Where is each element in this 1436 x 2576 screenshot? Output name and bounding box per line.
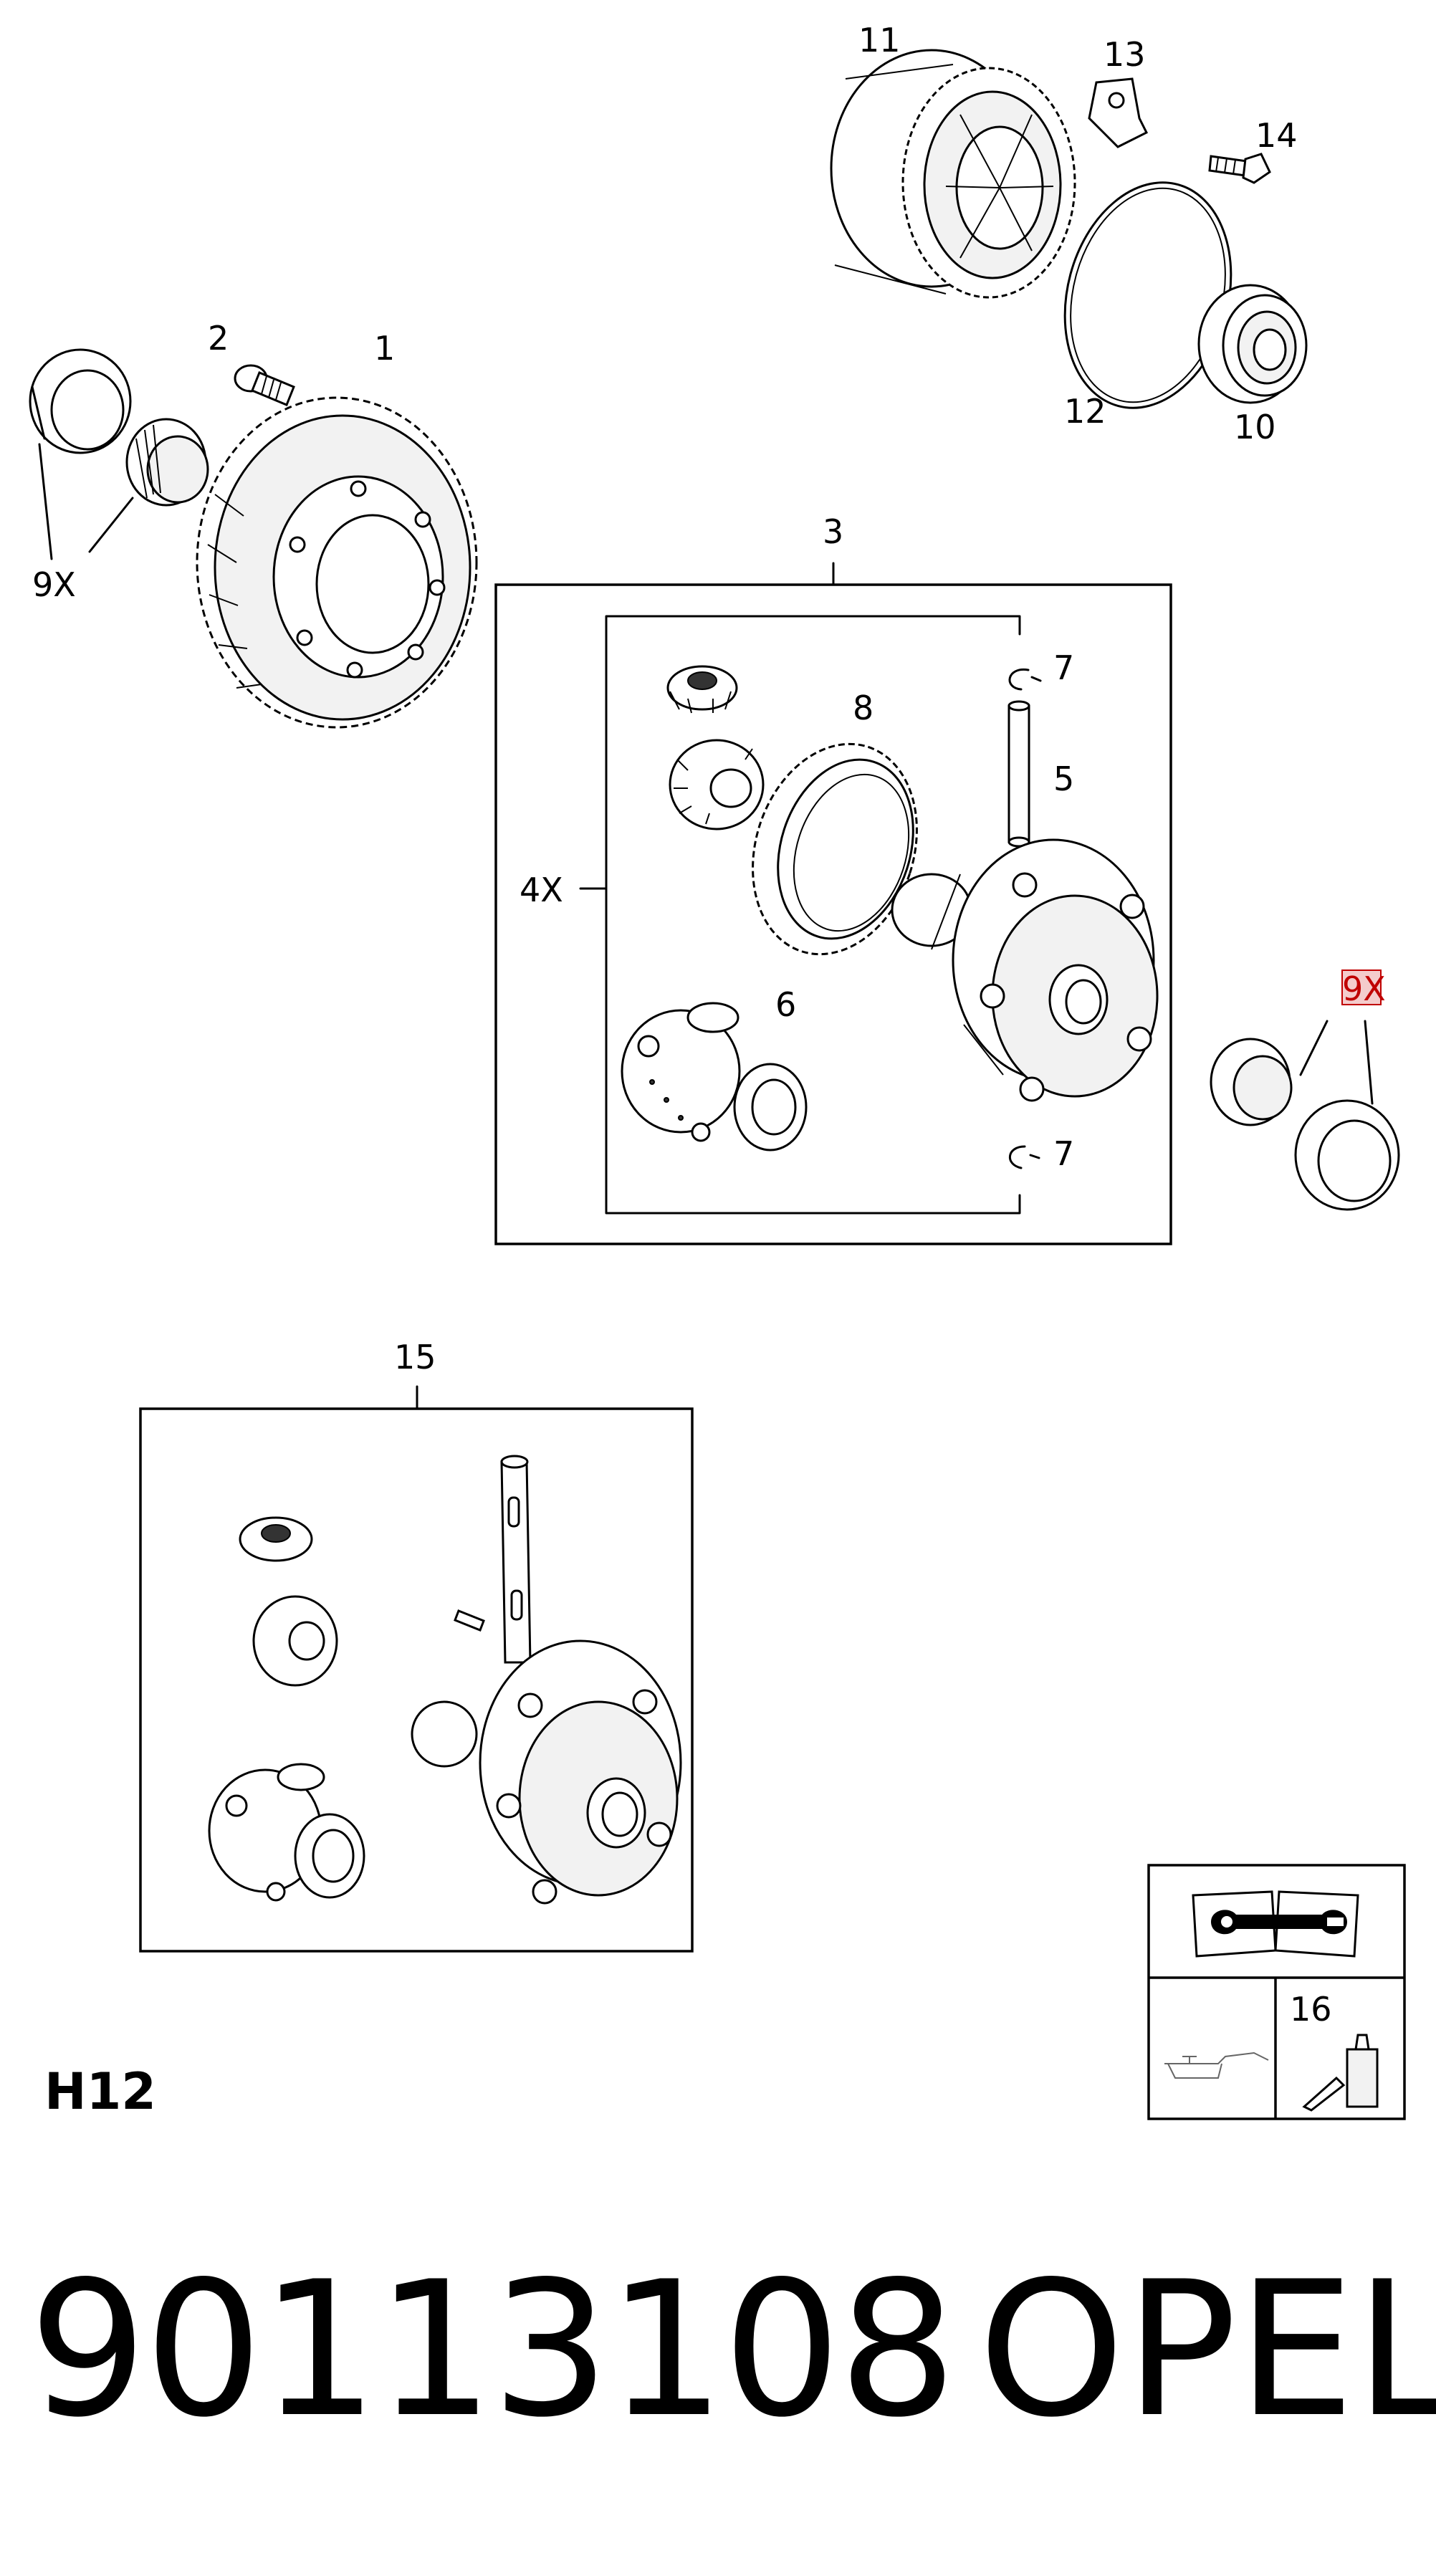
sealant-bottle-icon — [1302, 2034, 1379, 2112]
callout-8: 8 — [853, 689, 873, 727]
service-legend-box — [1147, 1864, 1406, 2120]
bearing-cone-left — [125, 418, 209, 507]
callout-highlight-box — [1341, 969, 1382, 1005]
differential-case — [891, 838, 1159, 1102]
ring-gear — [196, 396, 478, 729]
book-wrench-icon — [1192, 1890, 1359, 1958]
differential-spider-15 — [208, 1763, 365, 1902]
callout-4x: 4X — [520, 871, 563, 909]
circlip-bottom — [1008, 1145, 1040, 1169]
callout-10: 10 — [1234, 408, 1276, 446]
output-ring-housing — [830, 49, 1076, 299]
differential-shaft — [1007, 700, 1030, 848]
callout-11: 11 — [858, 21, 901, 59]
pinion-gear-15 — [252, 1595, 338, 1687]
callout-2: 2 — [208, 319, 229, 358]
callout-15: 15 — [394, 1338, 436, 1376]
brand-name: OPEL — [978, 2242, 1436, 2458]
ring-gear-bolt — [234, 364, 295, 406]
callout-9x-right: 9X — [1342, 969, 1386, 1008]
callout-14: 14 — [1255, 116, 1298, 155]
retaining-plate — [1088, 77, 1149, 148]
callout-16: 16 — [1290, 1990, 1332, 2029]
callout-3: 3 — [823, 512, 843, 551]
callout-7-top: 7 — [1053, 648, 1074, 687]
bearing-cup-right — [1294, 1099, 1400, 1211]
tone-ring — [752, 742, 918, 956]
retaining-screw — [1208, 153, 1271, 184]
bearing-cup-left — [29, 348, 132, 454]
side-gear-small — [666, 665, 738, 714]
output-bearing — [1197, 284, 1308, 404]
drawing-code: H12 — [44, 2062, 156, 2121]
bearing-cone-right — [1210, 1038, 1293, 1126]
roll-pin-15 — [454, 1609, 485, 1632]
differential-shaft-15 — [500, 1455, 532, 1664]
callout-5: 5 — [1053, 760, 1074, 798]
differential-spider — [621, 1002, 808, 1151]
callout-13: 13 — [1104, 35, 1146, 74]
callout-9x-left: 9X — [32, 565, 76, 604]
circlip-top — [1008, 668, 1042, 691]
side-gear-small-15 — [239, 1516, 313, 1562]
callout-6: 6 — [775, 985, 796, 1024]
callout-12: 12 — [1064, 392, 1106, 431]
part-number: 90113108 — [29, 2242, 957, 2458]
callout-7-bottom: 7 — [1053, 1134, 1074, 1173]
pinion-gear — [669, 739, 765, 830]
oil-can-icon — [1164, 2051, 1269, 2079]
differential-case-15 — [411, 1639, 682, 1905]
callout-1: 1 — [374, 329, 395, 368]
